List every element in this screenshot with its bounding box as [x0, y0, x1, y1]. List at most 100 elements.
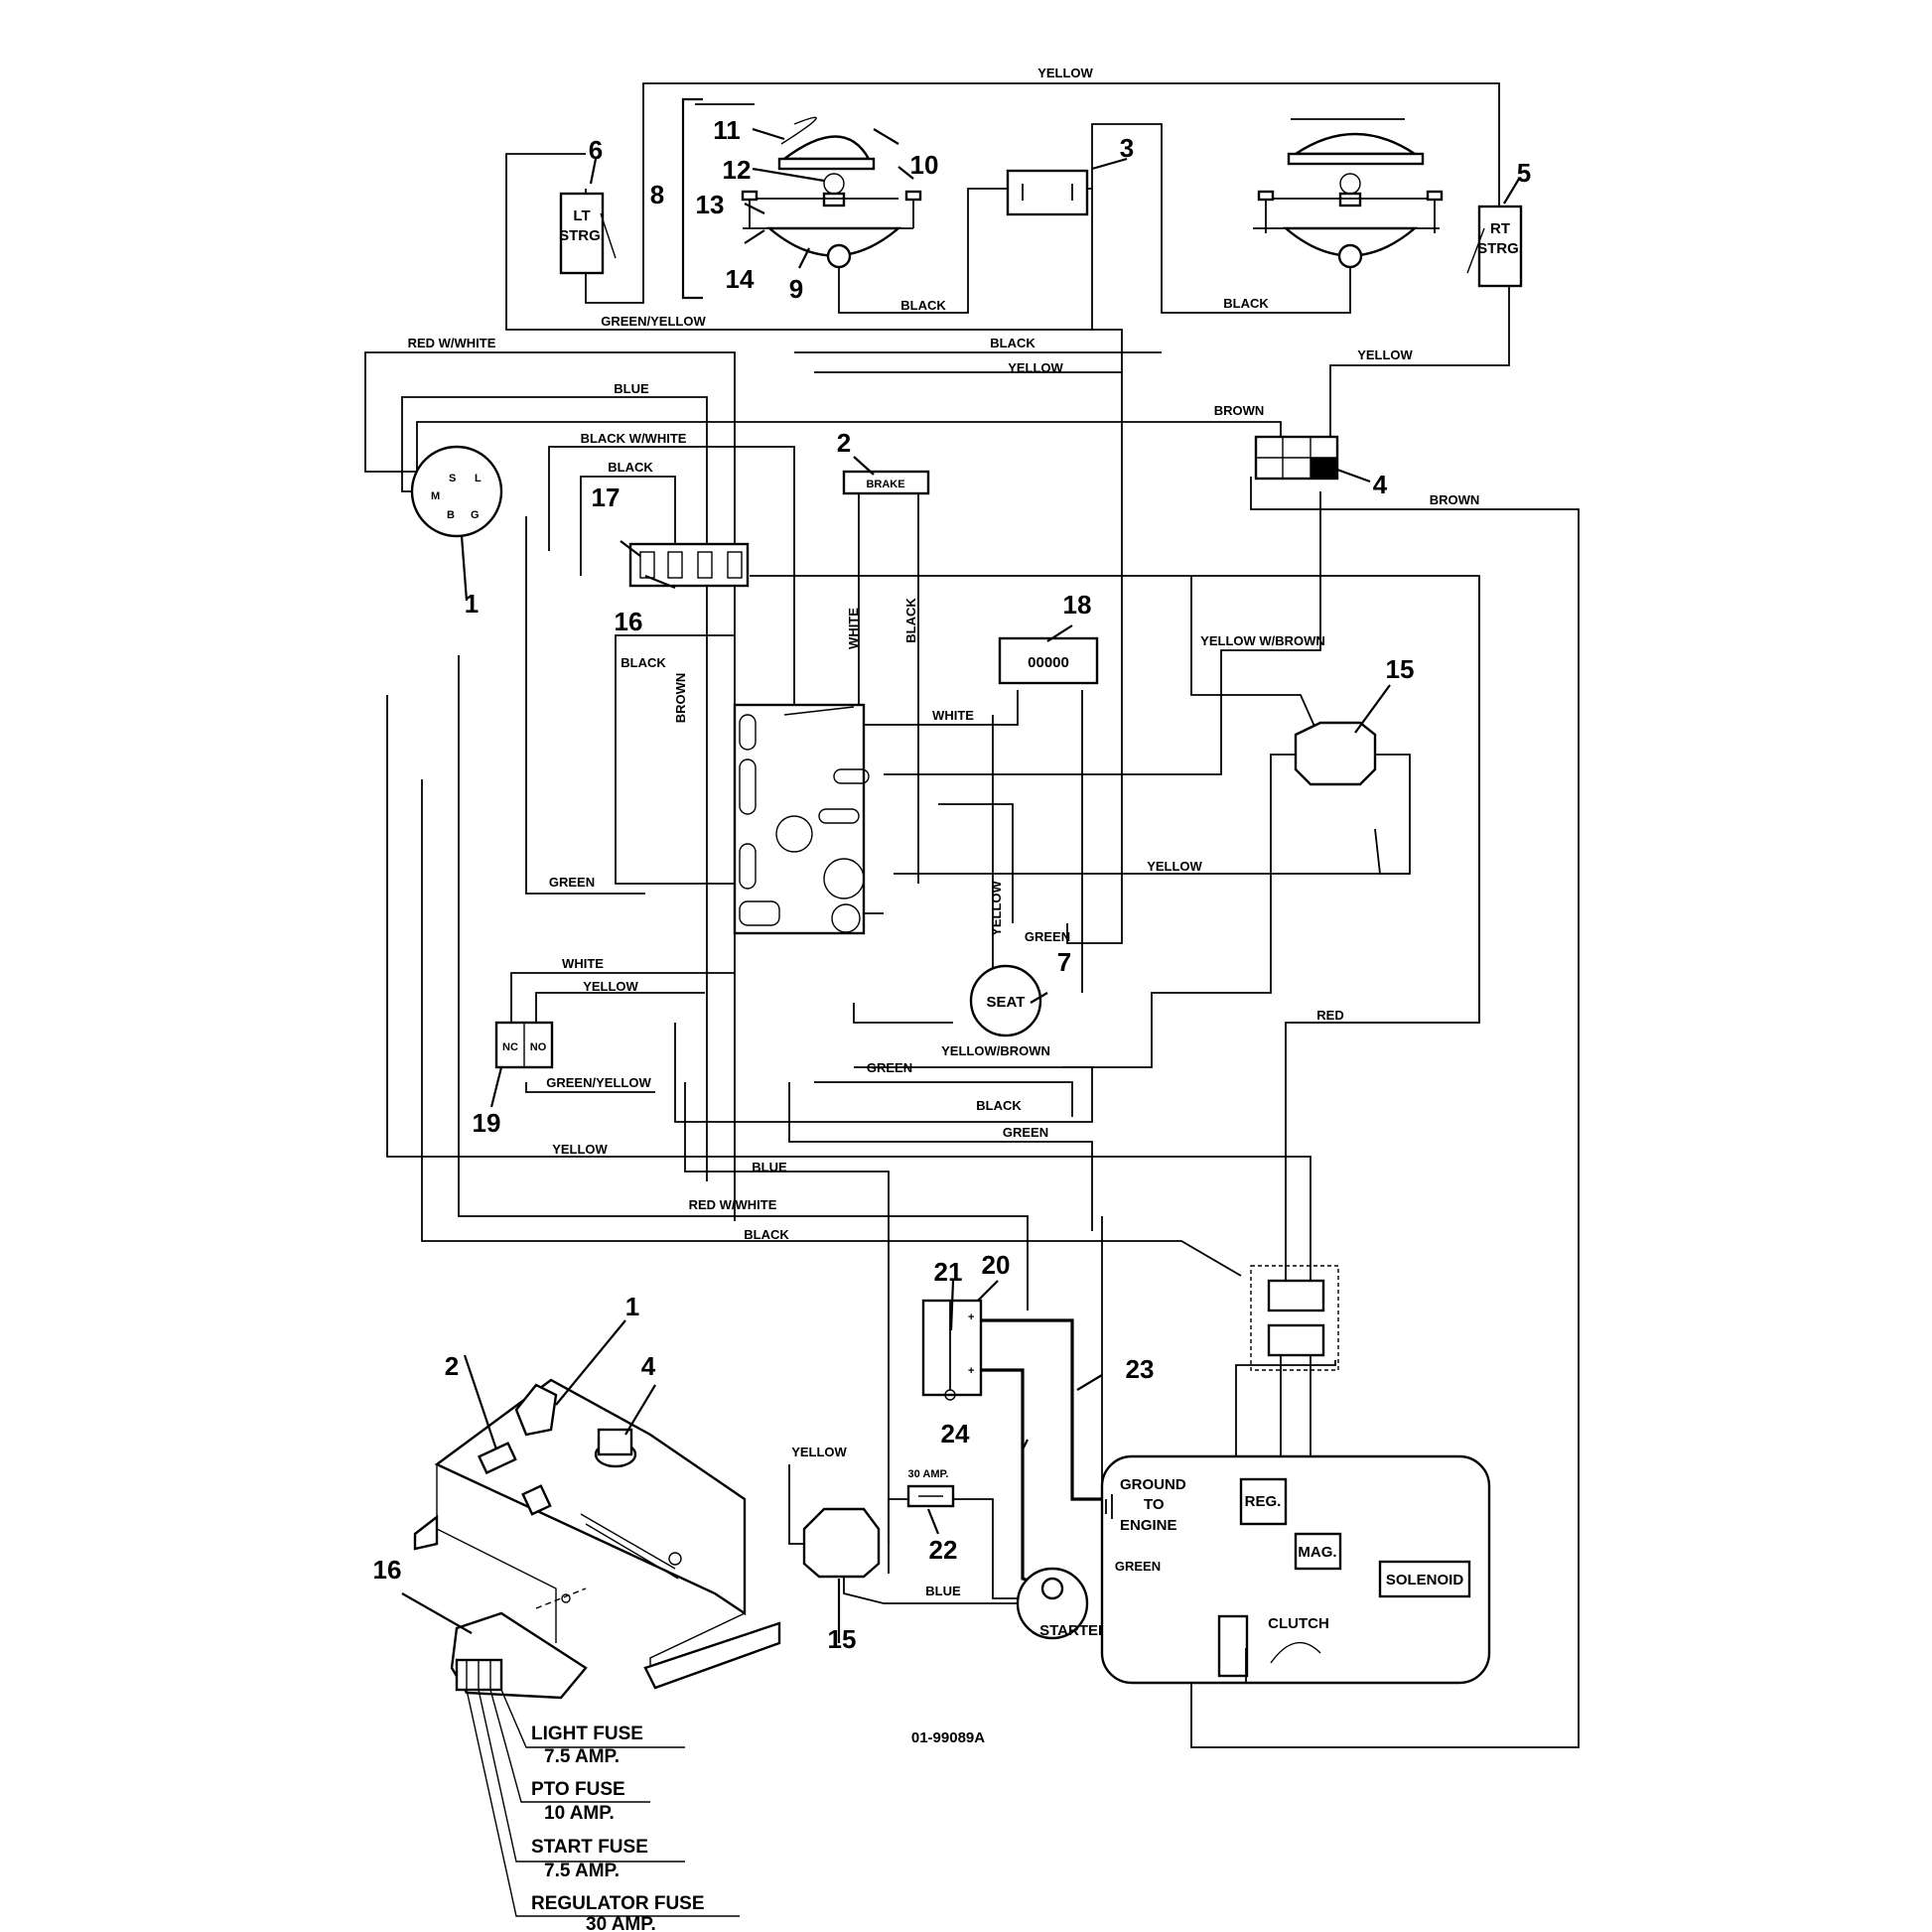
wire-yellow-starter: YELLOW — [791, 1445, 847, 1459]
callout-24: 24 — [941, 1419, 970, 1449]
wire-brown-right: BROWN — [1430, 492, 1480, 507]
svg-text:+: + — [968, 1365, 974, 1377]
callout-12: 12 — [723, 155, 752, 185]
fuse-3-name: START FUSE — [531, 1837, 648, 1858]
wire-brown-upper: BROWN — [1214, 403, 1265, 418]
nc-label: NC — [502, 1041, 518, 1053]
callout-7: 7 — [1057, 947, 1071, 977]
fuse-4-name: REGULATOR FUSE — [531, 1893, 705, 1914]
wire-black-w-white: BLACK W/WHITE — [581, 431, 687, 446]
left-steering-switch: LT STRG. — [559, 192, 617, 275]
callout-15-lower: 15 — [828, 1624, 857, 1654]
nc-no-switch: NC NO — [494, 1021, 554, 1069]
lt-strg-label-2: STRG. — [559, 227, 605, 244]
no-label: NO — [530, 1041, 547, 1053]
wire-red-w-white-bottom: RED W/WHITE — [689, 1197, 777, 1212]
starter: STARTER — [1016, 1567, 1109, 1640]
rt-strg-label-2: STRG. — [1477, 240, 1523, 257]
relay-upper — [1294, 721, 1377, 786]
wire-green-yellow-lower: GREEN/YELLOW — [546, 1075, 651, 1090]
wiring — [364, 82, 1580, 1748]
callout-14: 14 — [726, 264, 755, 294]
key-g: G — [471, 509, 480, 521]
callout-22: 22 — [929, 1535, 958, 1565]
hour-meter-digits: 00000 — [1028, 654, 1069, 671]
callout-numbers: 11 12 13 14 9 10 8 3 5 6 2 4 1 17 16 18 … — [373, 115, 1532, 1654]
callout-13: 13 — [696, 190, 725, 219]
callout-18: 18 — [1063, 590, 1092, 620]
light-switch — [1006, 169, 1089, 216]
fuse-4-rating: 30 AMP. — [586, 1914, 656, 1932]
wire-black-lower: BLACK — [976, 1098, 1022, 1113]
key-switch: S L M B G — [410, 445, 503, 538]
lt-strg-label-1: LT — [573, 207, 590, 224]
fuse-leaders — [466, 1689, 740, 1917]
fuse-3-rating: 7.5 AMP. — [544, 1861, 620, 1881]
callout-6: 6 — [589, 135, 603, 165]
callout-10: 10 — [910, 150, 939, 180]
wire-green-engine: GREEN — [1115, 1559, 1161, 1574]
wire-black-mid: BLACK — [621, 655, 666, 670]
wire-yellow-mid-right: YELLOW — [1147, 859, 1202, 874]
callout-9: 9 — [789, 274, 803, 304]
wire-black-lamp-left: BLACK — [900, 298, 946, 313]
callout-8: 8 — [650, 180, 664, 209]
fuse-1-rating: 7.5 AMP. — [544, 1746, 620, 1767]
wire-red-right: RED — [1316, 1008, 1343, 1023]
wire-brown-vert: BROWN — [673, 673, 688, 724]
callout-2: 2 — [837, 428, 851, 458]
callout-1: 1 — [465, 589, 479, 619]
wire-black-vert: BLACK — [903, 598, 918, 643]
wire-blue-upper: BLUE — [614, 381, 649, 396]
right-steering-switch: RT STRG. — [1466, 205, 1523, 288]
starter-label: STARTER — [1039, 1622, 1109, 1639]
wire-white-mid: WHITE — [932, 708, 974, 723]
wire-labels: YELLOW GREEN/YELLOW BLACK BLACK RED W/WH… — [408, 66, 1480, 1598]
ground-label-3: ENGINE — [1120, 1517, 1177, 1534]
ground-label-1: GROUND — [1120, 1476, 1186, 1493]
bracket-8 — [681, 97, 703, 300]
fuse-list: LIGHT FUSE 7.5 AMP. PTO FUSE 10 AMP. STA… — [531, 1724, 705, 1932]
wire-red-w-white-top: RED W/WHITE — [408, 336, 496, 350]
pto-switch — [1254, 435, 1339, 481]
inset-callout-1: 1 — [625, 1292, 639, 1321]
wire-yellow-w-brown: YELLOW W/BROWN — [1200, 633, 1325, 648]
key-s: S — [449, 473, 456, 484]
fuse-2-rating: 10 AMP. — [544, 1803, 615, 1824]
wire-black-lamp-right: BLACK — [1223, 296, 1269, 311]
key-b: B — [447, 509, 455, 521]
reg-label: REG. — [1245, 1493, 1282, 1510]
clutch-label: CLUTCH — [1268, 1615, 1329, 1632]
control-module — [733, 703, 870, 935]
seat-switch: SEAT — [969, 964, 1042, 1037]
wire-white-lower: WHITE — [562, 956, 604, 971]
wire-green-yellow-top: GREEN/YELLOW — [601, 314, 706, 329]
solenoid-label: SOLENOID — [1386, 1572, 1464, 1588]
wire-green-bottom: GREEN — [1003, 1125, 1048, 1140]
wire-blue-starter: BLUE — [925, 1584, 961, 1598]
key-l: L — [475, 473, 482, 484]
wire-yellow-lower: YELLOW — [583, 979, 638, 994]
main-fuse: 30 AMP. — [906, 1468, 955, 1508]
amp30-label: 30 AMP. — [908, 1468, 949, 1480]
ground-label-2: TO — [1144, 1496, 1165, 1513]
callout-19: 19 — [473, 1108, 501, 1138]
callout-leaders — [401, 127, 1520, 1643]
svg-text:+: + — [968, 1311, 974, 1323]
rt-strg-label-1: RT — [1490, 220, 1510, 237]
callout-5: 5 — [1517, 158, 1531, 188]
wire-yellow-top: YELLOW — [1037, 66, 1093, 80]
inset-callout-16: 16 — [373, 1555, 402, 1585]
wire-black-upper: BLACK — [990, 336, 1035, 350]
fuse-block — [628, 542, 750, 588]
wire-black-fuse: BLACK — [608, 460, 653, 475]
control-panel-inset — [413, 1378, 781, 1700]
callout-4: 4 — [1373, 470, 1388, 499]
callout-17: 17 — [592, 483, 621, 512]
wire-green-lower: GREEN — [867, 1060, 912, 1075]
inset-callout-2: 2 — [445, 1351, 459, 1381]
wire-green-mid: GREEN — [1025, 929, 1070, 944]
wire-yellow-right: YELLOW — [1357, 347, 1413, 362]
callout-3: 3 — [1120, 133, 1134, 163]
